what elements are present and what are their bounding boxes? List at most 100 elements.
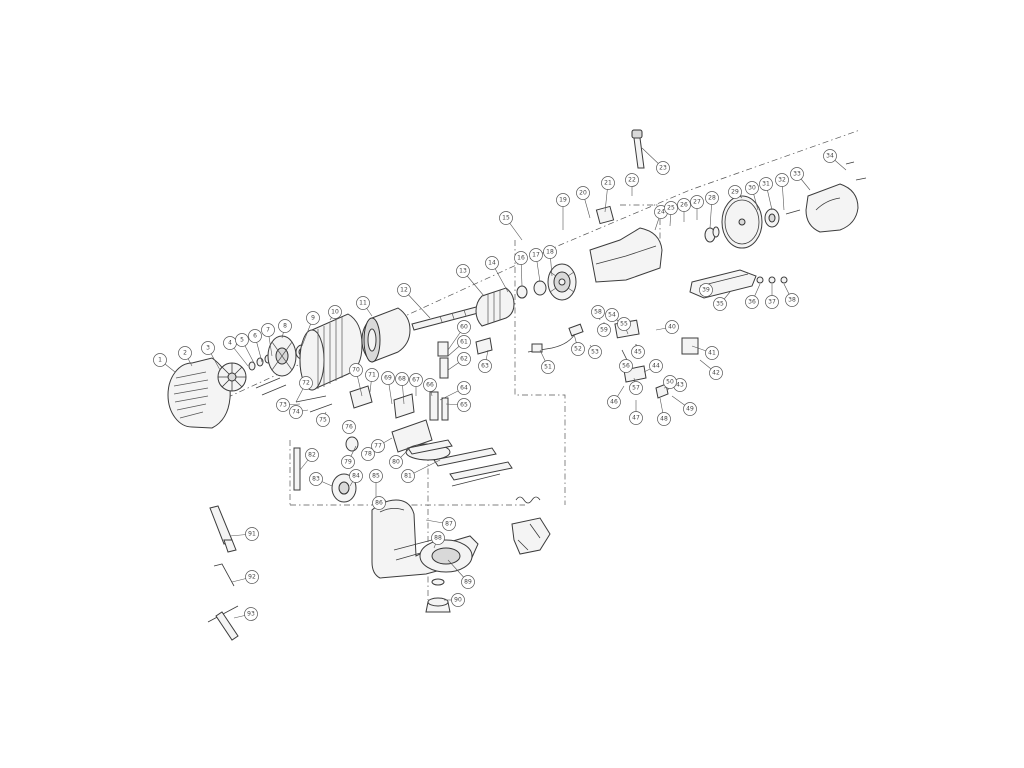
motor-end-bracket	[267, 335, 297, 377]
blade-guard-housing	[589, 205, 663, 283]
callout-circle	[677, 198, 691, 212]
callout-81: 81	[401, 469, 415, 483]
callout-circle	[588, 345, 602, 359]
callout-number: 91	[248, 531, 256, 538]
callout-number: 12	[400, 287, 408, 294]
callout-90: 90	[451, 593, 465, 607]
callout-8: 8	[278, 319, 292, 333]
callout-circle	[709, 366, 723, 380]
armature-rotor	[475, 287, 515, 327]
callout-38: 38	[785, 293, 799, 307]
callout-number: 67	[412, 377, 420, 384]
callout-number: 74	[292, 409, 300, 416]
callout-number: 37	[768, 299, 776, 306]
callout-number: 80	[392, 459, 400, 466]
callout-number: 36	[748, 299, 756, 306]
callout-number: 87	[445, 521, 453, 528]
callout-number: 57	[632, 385, 640, 392]
callout-number: 29	[731, 189, 739, 196]
arbor-nuts	[756, 276, 788, 284]
callout-circle	[372, 496, 386, 510]
callout-circle	[361, 447, 375, 461]
callout-20: 20	[576, 186, 590, 200]
callout-57: 57	[629, 381, 643, 395]
callout-number: 28	[708, 195, 716, 202]
callout-number: 34	[826, 153, 834, 160]
callout-25: 25	[664, 201, 678, 215]
callout-circle	[457, 398, 471, 412]
callout-circle	[457, 352, 471, 366]
callout-number: 51	[544, 364, 552, 371]
callout-33: 33	[790, 167, 804, 181]
callout-number: 5	[240, 337, 244, 344]
callout-circle	[389, 455, 403, 469]
callout-number: 4	[228, 340, 232, 347]
callout-54: 54	[605, 308, 619, 322]
callout-13: 13	[456, 264, 470, 278]
callout-84: 84	[349, 469, 363, 483]
callout-79: 79	[341, 455, 355, 469]
callout-number: 76	[345, 424, 353, 431]
callout-circle	[328, 305, 342, 319]
callout-35: 35	[713, 297, 727, 311]
callout-circle	[665, 320, 679, 334]
callout-85: 85	[369, 469, 383, 483]
callout-59: 59	[597, 323, 611, 337]
callout-circle	[663, 375, 677, 389]
callout-number: 40	[668, 324, 676, 331]
callout-56: 56	[619, 359, 633, 373]
callout-61: 61	[457, 335, 471, 349]
callout-number: 42	[712, 370, 720, 377]
callout-circle	[316, 413, 330, 427]
gear-housing-flange	[547, 263, 577, 301]
callout-circle	[699, 283, 713, 297]
callout-number: 15	[502, 215, 510, 222]
callout-number: 93	[247, 611, 255, 618]
callout-number: 31	[762, 181, 770, 188]
callout-circle	[349, 469, 363, 483]
callout-2: 2	[178, 346, 192, 360]
callout-number: 71	[368, 372, 376, 379]
stator-winding	[361, 307, 411, 363]
callout-51: 51	[541, 360, 555, 374]
callout-circle	[759, 177, 773, 191]
callout-number: 59	[600, 327, 608, 334]
callout-number: 64	[460, 385, 468, 392]
callout-number: 3	[206, 345, 210, 352]
callout-89: 89	[461, 575, 475, 589]
callout-number: 53	[591, 349, 599, 356]
callout-circle	[442, 517, 456, 531]
callout-circle	[289, 405, 303, 419]
callout-76: 76	[342, 420, 356, 434]
callout-number: 20	[579, 190, 587, 197]
callout-number: 19	[559, 197, 567, 204]
callout-70: 70	[349, 363, 363, 377]
callout-circle	[457, 335, 471, 349]
power-cord	[527, 323, 584, 353]
callout-circle	[305, 448, 319, 462]
callout-circle	[713, 297, 727, 311]
callout-number: 63	[481, 363, 489, 370]
callout-number: 77	[374, 443, 382, 450]
callout-number: 43	[676, 382, 684, 389]
callout-number: 45	[634, 349, 642, 356]
callout-92: 92	[245, 570, 259, 584]
callout-60: 60	[457, 320, 471, 334]
callout-26: 26	[677, 198, 691, 212]
callout-number: 89	[464, 579, 472, 586]
callout-63: 63	[478, 359, 492, 373]
callout-number: 18	[546, 249, 554, 256]
callout-39: 39	[699, 283, 713, 297]
callout-32: 32	[775, 173, 789, 187]
clamp-wheel	[293, 436, 359, 503]
callout-number: 49	[686, 406, 694, 413]
callout-number: 79	[344, 459, 352, 466]
callout-number: 86	[375, 500, 383, 507]
callout-circle	[248, 329, 262, 343]
callout-circle	[299, 376, 313, 390]
callout-number: 35	[716, 301, 724, 308]
callout-23: 23	[656, 161, 670, 175]
motor-stator-housing	[299, 313, 363, 391]
